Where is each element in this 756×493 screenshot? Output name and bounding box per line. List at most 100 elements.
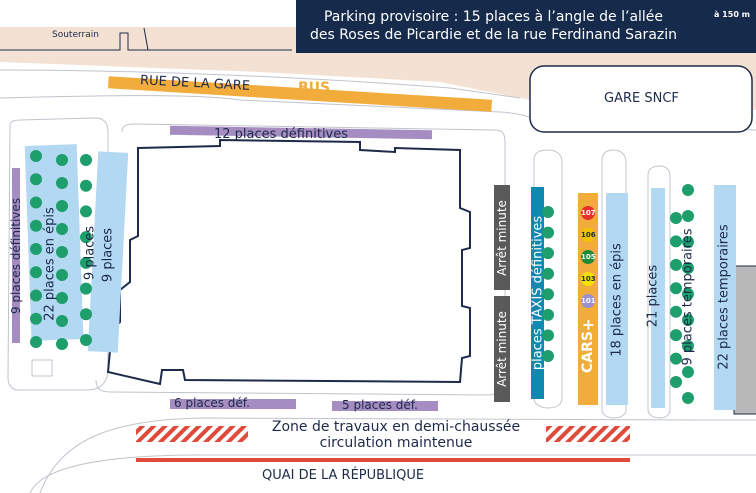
distance-label: à 150 m bbox=[714, 10, 751, 19]
tree-icon bbox=[30, 266, 42, 279]
taxi-bar bbox=[531, 187, 544, 399]
gare-label: GARE SNCF bbox=[604, 91, 679, 106]
travaux-line-1: Zone de travaux en demi-chaussée bbox=[271, 419, 521, 435]
tree-icon bbox=[542, 350, 554, 362]
quai-curb bbox=[39, 417, 756, 493]
left-9def-bar bbox=[12, 168, 20, 343]
trees bbox=[30, 150, 694, 404]
left-9a-label: 9 places bbox=[82, 225, 98, 281]
tree-icon bbox=[56, 269, 68, 281]
right-building bbox=[733, 265, 756, 415]
tree-icon bbox=[80, 282, 92, 295]
top-12-bar bbox=[169, 125, 433, 140]
tree-icon bbox=[542, 329, 554, 342]
tree-icon bbox=[80, 179, 92, 192]
arret-bottom-bar bbox=[494, 296, 510, 402]
upper-road-edge bbox=[0, 32, 292, 51]
left-9-bar bbox=[87, 151, 129, 353]
tree-icon bbox=[80, 231, 92, 244]
tree-icon bbox=[670, 258, 682, 271]
quai-label: QUAI DE LA RÉPUBLIQUE bbox=[262, 468, 425, 483]
bus-label: BUS bbox=[298, 80, 331, 96]
tree-icon bbox=[682, 288, 694, 300]
bus-line-chip: 105 bbox=[581, 250, 596, 264]
tree-icon bbox=[670, 352, 682, 365]
top-12-label: 12 places définitives bbox=[214, 127, 349, 142]
bottom-6-label: 6 places déf. bbox=[174, 396, 250, 410]
tree-icon bbox=[682, 340, 694, 352]
tree-icon bbox=[56, 200, 68, 212]
temp-22-label: 22 places temporaires bbox=[716, 224, 732, 370]
bottom-6-bar bbox=[170, 399, 296, 409]
tree-icon bbox=[80, 334, 92, 346]
bus-stop-bar bbox=[107, 76, 493, 112]
works-hatch-left bbox=[136, 426, 248, 442]
tree-icon bbox=[682, 184, 694, 196]
bottom-5-bar bbox=[332, 401, 438, 411]
places-21-bar bbox=[651, 188, 665, 408]
bus-line-chip: 106 bbox=[581, 228, 596, 242]
tree-icon bbox=[682, 236, 694, 248]
souterrain-edge bbox=[143, 27, 149, 51]
banner-line-2: des Roses de Picardie et de la rue Ferdi… bbox=[309, 27, 678, 43]
quai-curb-2 bbox=[29, 454, 756, 493]
tree-icon bbox=[30, 219, 42, 232]
info-banner: Parking provisoire : 15 places à l’angle… bbox=[296, 0, 756, 53]
tree-icon bbox=[30, 289, 42, 302]
tree-icon bbox=[56, 315, 68, 327]
tree-icon bbox=[56, 177, 68, 189]
left-9def-label: 9 places définitives bbox=[9, 197, 23, 315]
cars-label: CARS bbox=[580, 331, 596, 373]
places-18-label: 18 places en épis bbox=[609, 243, 625, 357]
tree-icon bbox=[56, 246, 68, 258]
tree-icon bbox=[542, 226, 554, 239]
tree-icon bbox=[56, 154, 68, 166]
tree-icon bbox=[682, 262, 694, 274]
left-22-label: 22 places en épis bbox=[42, 207, 58, 321]
tree-icon bbox=[670, 235, 682, 248]
tree-icon bbox=[30, 150, 42, 162]
tree-icon bbox=[80, 154, 92, 166]
works-hatch-right bbox=[546, 426, 630, 442]
bus-line-chip: 107 bbox=[581, 206, 596, 220]
tree-icon bbox=[30, 336, 42, 348]
tree-icon bbox=[56, 292, 68, 304]
left-9b-label: 9 places bbox=[100, 227, 116, 283]
arret-top-label: Arrêt minute bbox=[495, 200, 509, 276]
bus-line-chip: 101 bbox=[581, 294, 596, 308]
cars-plus-icon: + bbox=[578, 318, 598, 332]
tree-icon bbox=[542, 308, 554, 321]
tree-icon bbox=[30, 173, 42, 186]
places-21-label: 21 places bbox=[645, 264, 661, 328]
central-building bbox=[106, 138, 471, 386]
gare-building bbox=[529, 65, 753, 133]
tree-icon bbox=[30, 312, 42, 325]
tree-icon bbox=[56, 223, 68, 235]
tree-icon bbox=[682, 392, 694, 404]
arret-top-bar bbox=[494, 185, 510, 290]
temp-22-bar bbox=[714, 185, 736, 410]
works-line bbox=[136, 458, 630, 462]
street-curb-top bbox=[0, 69, 521, 99]
tree-icon bbox=[682, 314, 694, 326]
taxis-label: places TAXIS définitives bbox=[530, 215, 546, 371]
tree-icon bbox=[682, 366, 694, 378]
tree-icon bbox=[542, 206, 554, 218]
kiosk bbox=[31, 359, 53, 377]
tree-icon bbox=[80, 256, 92, 269]
tree-icon bbox=[670, 305, 682, 318]
travaux-line-2: circulation maintenue bbox=[319, 435, 473, 451]
temp-9-label: 9 places temporaires bbox=[680, 228, 696, 366]
tree-icon bbox=[80, 205, 92, 218]
tree-icon bbox=[670, 376, 682, 388]
bus-line-chip: 103 bbox=[581, 272, 596, 286]
tree-icon bbox=[80, 308, 92, 321]
bottom-5-label: 5 places déf. bbox=[342, 398, 418, 412]
tree-icon bbox=[30, 196, 42, 209]
tree-icon bbox=[670, 282, 682, 295]
tree-icon bbox=[542, 267, 554, 280]
tree-icon bbox=[542, 288, 554, 301]
tree-icon bbox=[30, 243, 42, 255]
